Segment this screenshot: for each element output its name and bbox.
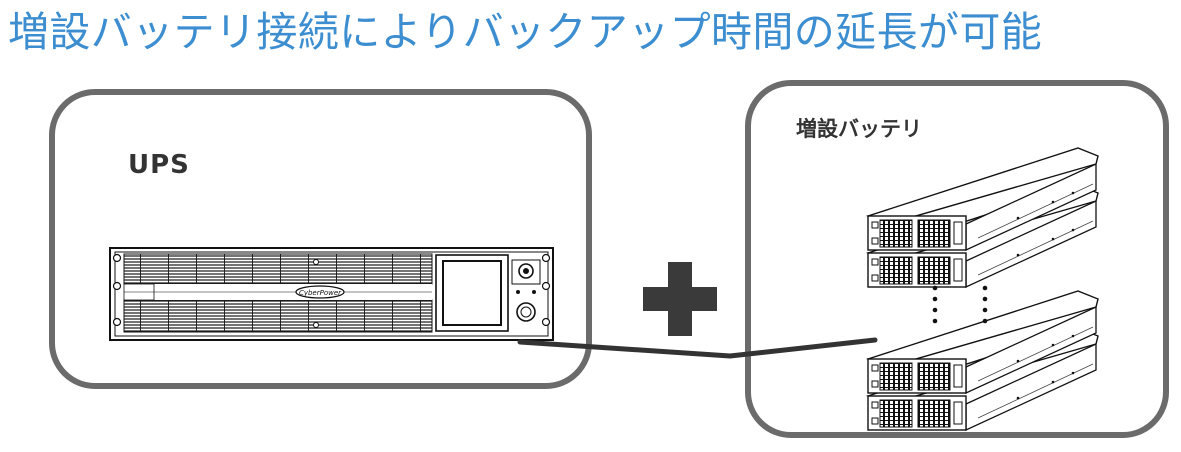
plus-icon	[643, 262, 717, 336]
battery-stack	[867, 147, 1099, 431]
connection-cable	[517, 337, 878, 359]
continuation-dots	[932, 285, 988, 324]
brand-logo: CyberPower	[299, 289, 342, 297]
ups-label: UPS	[128, 150, 190, 180]
page-title: 増設バッテリ接続によりバックアップ時間の延長が可能	[8, 8, 1043, 56]
ups-unit: CyberPower	[109, 247, 554, 341]
battery-label: 増設バッテリ	[796, 117, 922, 141]
